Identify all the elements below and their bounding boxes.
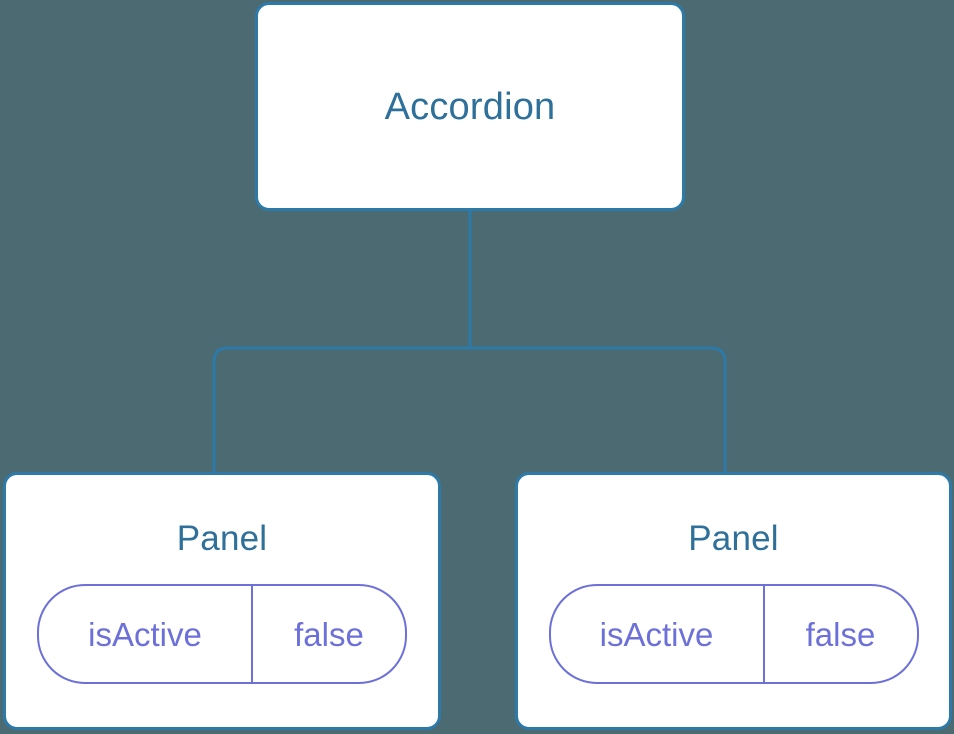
state-pill-value: false [805, 615, 876, 653]
state-pill-panel-right[interactable]: isActive false [548, 584, 919, 684]
state-pill-key: isActive [551, 586, 765, 682]
node-accordion[interactable]: Accordion [255, 2, 685, 211]
state-pill-value: false [294, 615, 364, 653]
node-panel-right[interactable]: Panel isActive false [515, 472, 952, 730]
node-panel-left[interactable]: Panel isActive false [3, 472, 441, 730]
state-pill-key: isActive [39, 586, 253, 682]
node-panel-right-title: Panel [688, 519, 779, 558]
node-accordion-title: Accordion [384, 85, 556, 128]
node-panel-left-title: Panel [176, 519, 268, 558]
state-pill-panel-left[interactable]: isActive false [37, 584, 407, 684]
edge-to-panel-right [470, 346, 727, 474]
edge-to-panel-left [212, 346, 470, 474]
